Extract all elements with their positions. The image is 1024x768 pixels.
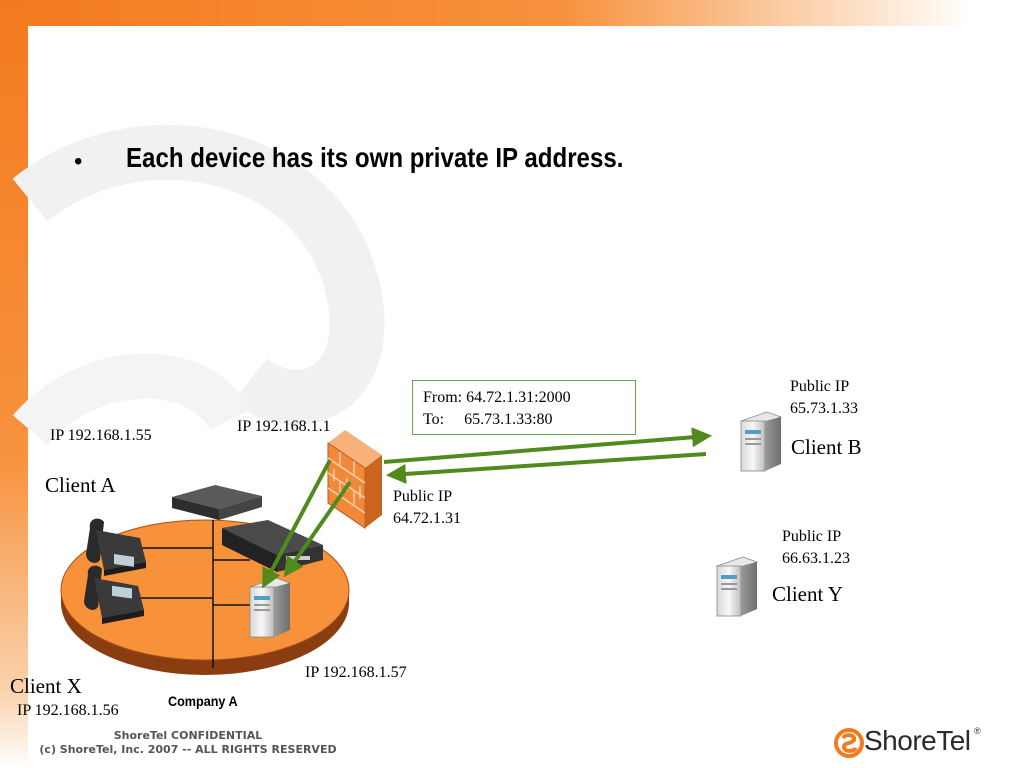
server-client-b (739, 411, 783, 472)
shoretel-logo-text: ShoreTel (864, 725, 971, 756)
bullet-symbol: • (74, 148, 83, 175)
footer-confidential: ShoreTel CONFIDENTIAL (113, 729, 263, 742)
client-a-label: Client A (45, 473, 116, 497)
client-y-label: Client Y (772, 582, 843, 606)
client-x-label: Client X (10, 674, 82, 698)
bullet-text: Each device has its own private IP addre… (126, 142, 624, 173)
arrow-firewall-to-server (283, 480, 352, 578)
server-ip: IP 192.168.1.57 (305, 664, 407, 681)
client-b-public-ip-title: Public IP (790, 378, 850, 395)
lan-lines (140, 520, 250, 668)
firewall (327, 430, 382, 529)
ip-phone-client-x (84, 565, 144, 624)
local-server (248, 577, 292, 638)
company-label: Company A (168, 693, 238, 709)
traffic-arrows (262, 427, 712, 589)
top-accent-bar (0, 0, 1024, 26)
footer: ShoreTel CONFIDENTIAL (c) ShoreTel, Inc.… (0, 729, 376, 757)
arrow-outbound (383, 427, 712, 464)
ip-phone-client-a (86, 518, 146, 576)
shoretel-logo: ShoreTel ® (834, 724, 984, 764)
packet-header-box: From: 64.72.1.31:2000 To: 65.73.1.33:80 (412, 380, 636, 435)
registered-mark: ® (974, 726, 981, 736)
client-b-public-ip: 65.73.1.33 (790, 400, 858, 417)
arrow-server-to-firewall (262, 459, 332, 589)
packet-to: To: 65.73.1.33:80 (423, 411, 553, 428)
client-a-ip: IP 192.168.1.55 (50, 427, 152, 444)
network-switch (172, 485, 262, 520)
packet-from: From: 64.72.1.31:2000 (423, 389, 571, 406)
client-y-public-ip: 66.63.1.23 (782, 550, 850, 567)
server-client-y (715, 556, 759, 617)
client-y-public-ip-title: Public IP (782, 528, 842, 545)
left-accent-bar (0, 0, 28, 768)
shoretel-logo-icon (834, 728, 864, 758)
client-b-label: Client B (791, 435, 862, 459)
client-x-ip: IP 192.168.1.56 (17, 702, 119, 719)
router-ip: IP 192.168.1.1 (237, 418, 331, 435)
arrow-inbound (386, 452, 707, 484)
firewall-public-ip-title: Public IP (393, 488, 453, 505)
footer-copyright: (c) ShoreTel, Inc. 2007 -- ALL RIGHTS RE… (39, 743, 337, 756)
firewall-public-ip: 64.72.1.31 (393, 510, 461, 527)
